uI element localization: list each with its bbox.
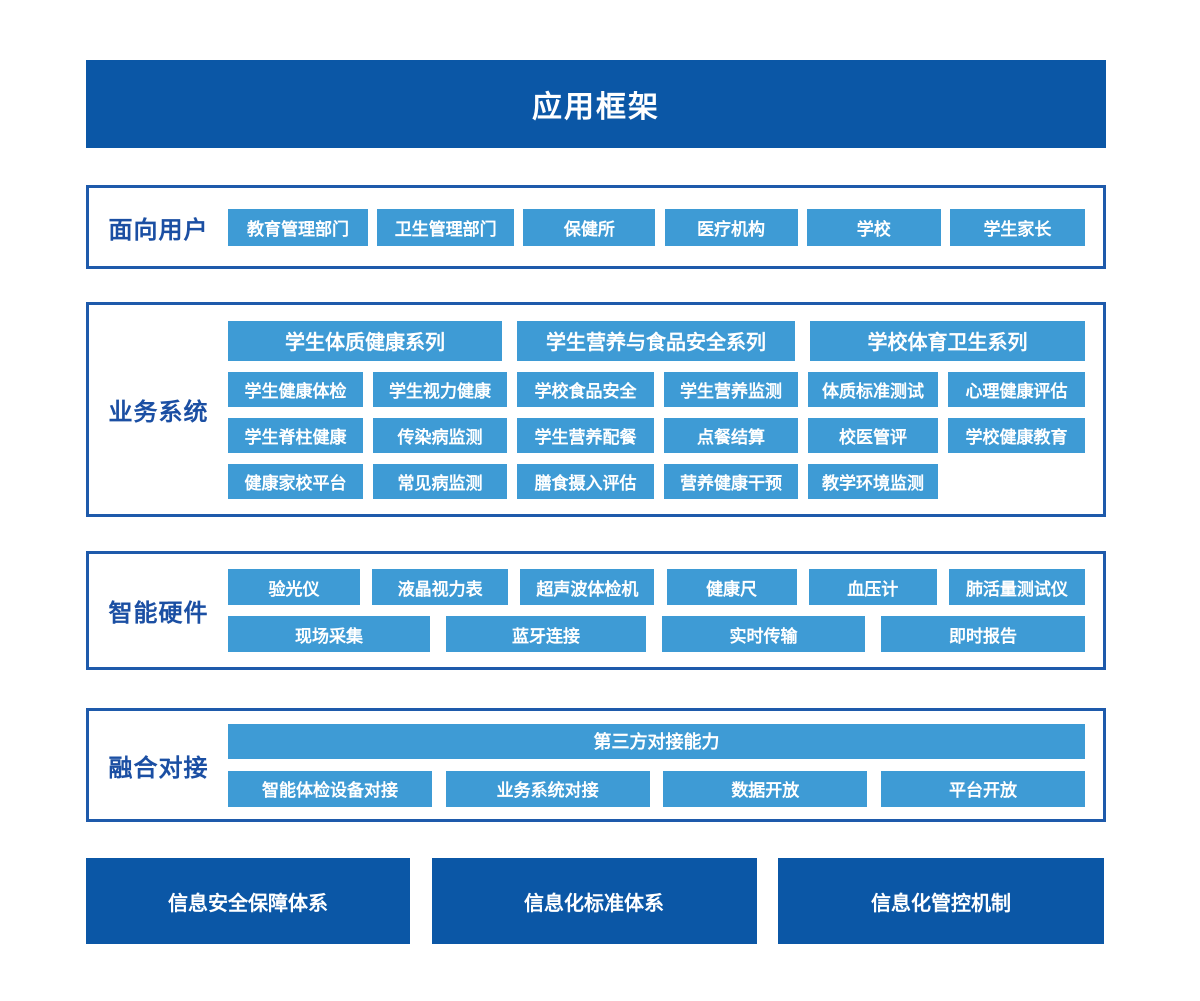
user-group-box: 保健所 <box>523 208 656 246</box>
hardware-device-box: 血压计 <box>808 569 937 605</box>
user-group-box: 学生家长 <box>949 208 1085 246</box>
section-hardware-label: 智能硬件 <box>108 600 209 627</box>
footer-pillar-box: 信息化标准体系 <box>431 858 757 944</box>
business-series-header: 学生体质健康系列 <box>228 320 502 361</box>
integration-full-row: 第三方对接能力 <box>228 723 1085 759</box>
hardware-device-box: 健康尺 <box>666 569 797 605</box>
hardware-device-box: 验光仪 <box>228 569 360 605</box>
section-business-content: 学生体质健康系列 学生营养与食品安全系列 学校体育卫生系列 学生健康体检 学生视… <box>228 305 1103 514</box>
footer-pillar-box: 信息化管控机制 <box>778 858 1104 944</box>
business-item-box: 心理健康评估 <box>948 371 1085 407</box>
business-series-header: 学生营养与食品安全系列 <box>517 320 795 361</box>
hardware-device-box: 肺活量测试仪 <box>948 569 1085 605</box>
section-integration-content: 第三方对接能力 智能体检设备对接 业务系统对接 数据开放 平台开放 <box>228 711 1103 819</box>
hardware-capability-box: 实时传输 <box>662 616 865 652</box>
business-item-box: 学生健康体检 <box>228 371 363 407</box>
title-banner: 应用框架 <box>86 60 1106 148</box>
business-item-box: 学校健康教育 <box>948 417 1085 453</box>
users-row: 教育管理部门 卫生管理部门 保健所 医疗机构 学校 学生家长 <box>228 208 1085 246</box>
user-group-box: 卫生管理部门 <box>377 208 515 246</box>
section-users: 面向用户 教育管理部门 卫生管理部门 保健所 医疗机构 学校 学生家长 <box>86 185 1106 269</box>
hardware-device-box: 液晶视力表 <box>372 569 509 605</box>
section-hardware-content: 验光仪 液晶视力表 超声波体检机 健康尺 血压计 肺活量测试仪 现场采集 蓝牙连… <box>228 554 1103 667</box>
business-row-3: 健康家校平台 常见病监测 膳食摄入评估 营养健康干预 教学环境监测 <box>228 463 1085 499</box>
user-group-box: 教育管理部门 <box>228 208 368 246</box>
page-title: 应用框架 <box>532 91 660 124</box>
hardware-device-box: 超声波体检机 <box>520 569 655 605</box>
section-hardware: 智能硬件 验光仪 液晶视力表 超声波体检机 健康尺 血压计 肺活量测试仪 现场采… <box>86 551 1106 670</box>
business-headers-row: 学生体质健康系列 学生营养与食品安全系列 学校体育卫生系列 <box>228 320 1085 361</box>
business-item-box: 学生脊柱健康 <box>228 417 363 453</box>
business-item-box: 常见病监测 <box>373 463 507 499</box>
business-item-box: 健康家校平台 <box>228 463 363 499</box>
section-integration-label: 融合对接 <box>108 754 209 782</box>
footer-row: 信息安全保障体系 信息化标准体系 信息化管控机制 <box>86 858 1104 944</box>
integration-item-box: 智能体检设备对接 <box>228 770 432 807</box>
integration-row-1: 智能体检设备对接 业务系统对接 数据开放 平台开放 <box>228 770 1085 807</box>
section-business: 业务系统 学生体质健康系列 学生营养与食品安全系列 学校体育卫生系列 学生健康体… <box>86 302 1106 517</box>
business-item-box: 学生营养监测 <box>664 371 798 407</box>
business-item-box: 校医管评 <box>808 417 938 453</box>
integration-capability-banner: 第三方对接能力 <box>228 723 1085 759</box>
user-group-box: 医疗机构 <box>664 208 798 246</box>
hardware-capability-box: 蓝牙连接 <box>446 616 646 652</box>
hardware-row-2: 现场采集 蓝牙连接 实时传输 即时报告 <box>228 616 1085 652</box>
business-row-2: 学生脊柱健康 传染病监测 学生营养配餐 点餐结算 校医管评 学校健康教育 <box>228 417 1085 453</box>
section-integration: 融合对接 第三方对接能力 智能体检设备对接 业务系统对接 数据开放 平台开放 <box>86 708 1106 822</box>
business-item-box: 学生营养配餐 <box>517 417 654 453</box>
business-series-header: 学校体育卫生系列 <box>810 320 1085 361</box>
business-item-box: 体质标准测试 <box>808 371 938 407</box>
section-users-content: 教育管理部门 卫生管理部门 保健所 医疗机构 学校 学生家长 <box>228 188 1103 266</box>
section-users-label: 面向用户 <box>108 216 209 244</box>
section-business-label: 业务系统 <box>108 399 209 426</box>
business-row-1: 学生健康体检 学生视力健康 学校食品安全 学生营养监测 体质标准测试 心理健康评… <box>228 371 1085 407</box>
hardware-capability-box: 即时报告 <box>881 616 1085 652</box>
business-item-box: 点餐结算 <box>664 417 798 453</box>
business-item-box: 教学环境监测 <box>808 463 938 499</box>
hardware-capability-box: 现场采集 <box>228 616 430 652</box>
user-group-box: 学校 <box>806 208 941 246</box>
integration-item-box: 平台开放 <box>880 770 1085 807</box>
business-item-box: 膳食摄入评估 <box>517 463 654 499</box>
hardware-row-1: 验光仪 液晶视力表 超声波体检机 健康尺 血压计 肺活量测试仪 <box>228 569 1085 605</box>
footer-pillar-box: 信息安全保障体系 <box>86 858 410 944</box>
business-item-box: 学校食品安全 <box>517 371 654 407</box>
integration-item-box: 业务系统对接 <box>445 770 650 807</box>
business-item-box: 营养健康干预 <box>664 463 798 499</box>
business-item-box: 学生视力健康 <box>373 371 507 407</box>
business-item-box: 传染病监测 <box>373 417 507 453</box>
integration-item-box: 数据开放 <box>663 770 868 807</box>
